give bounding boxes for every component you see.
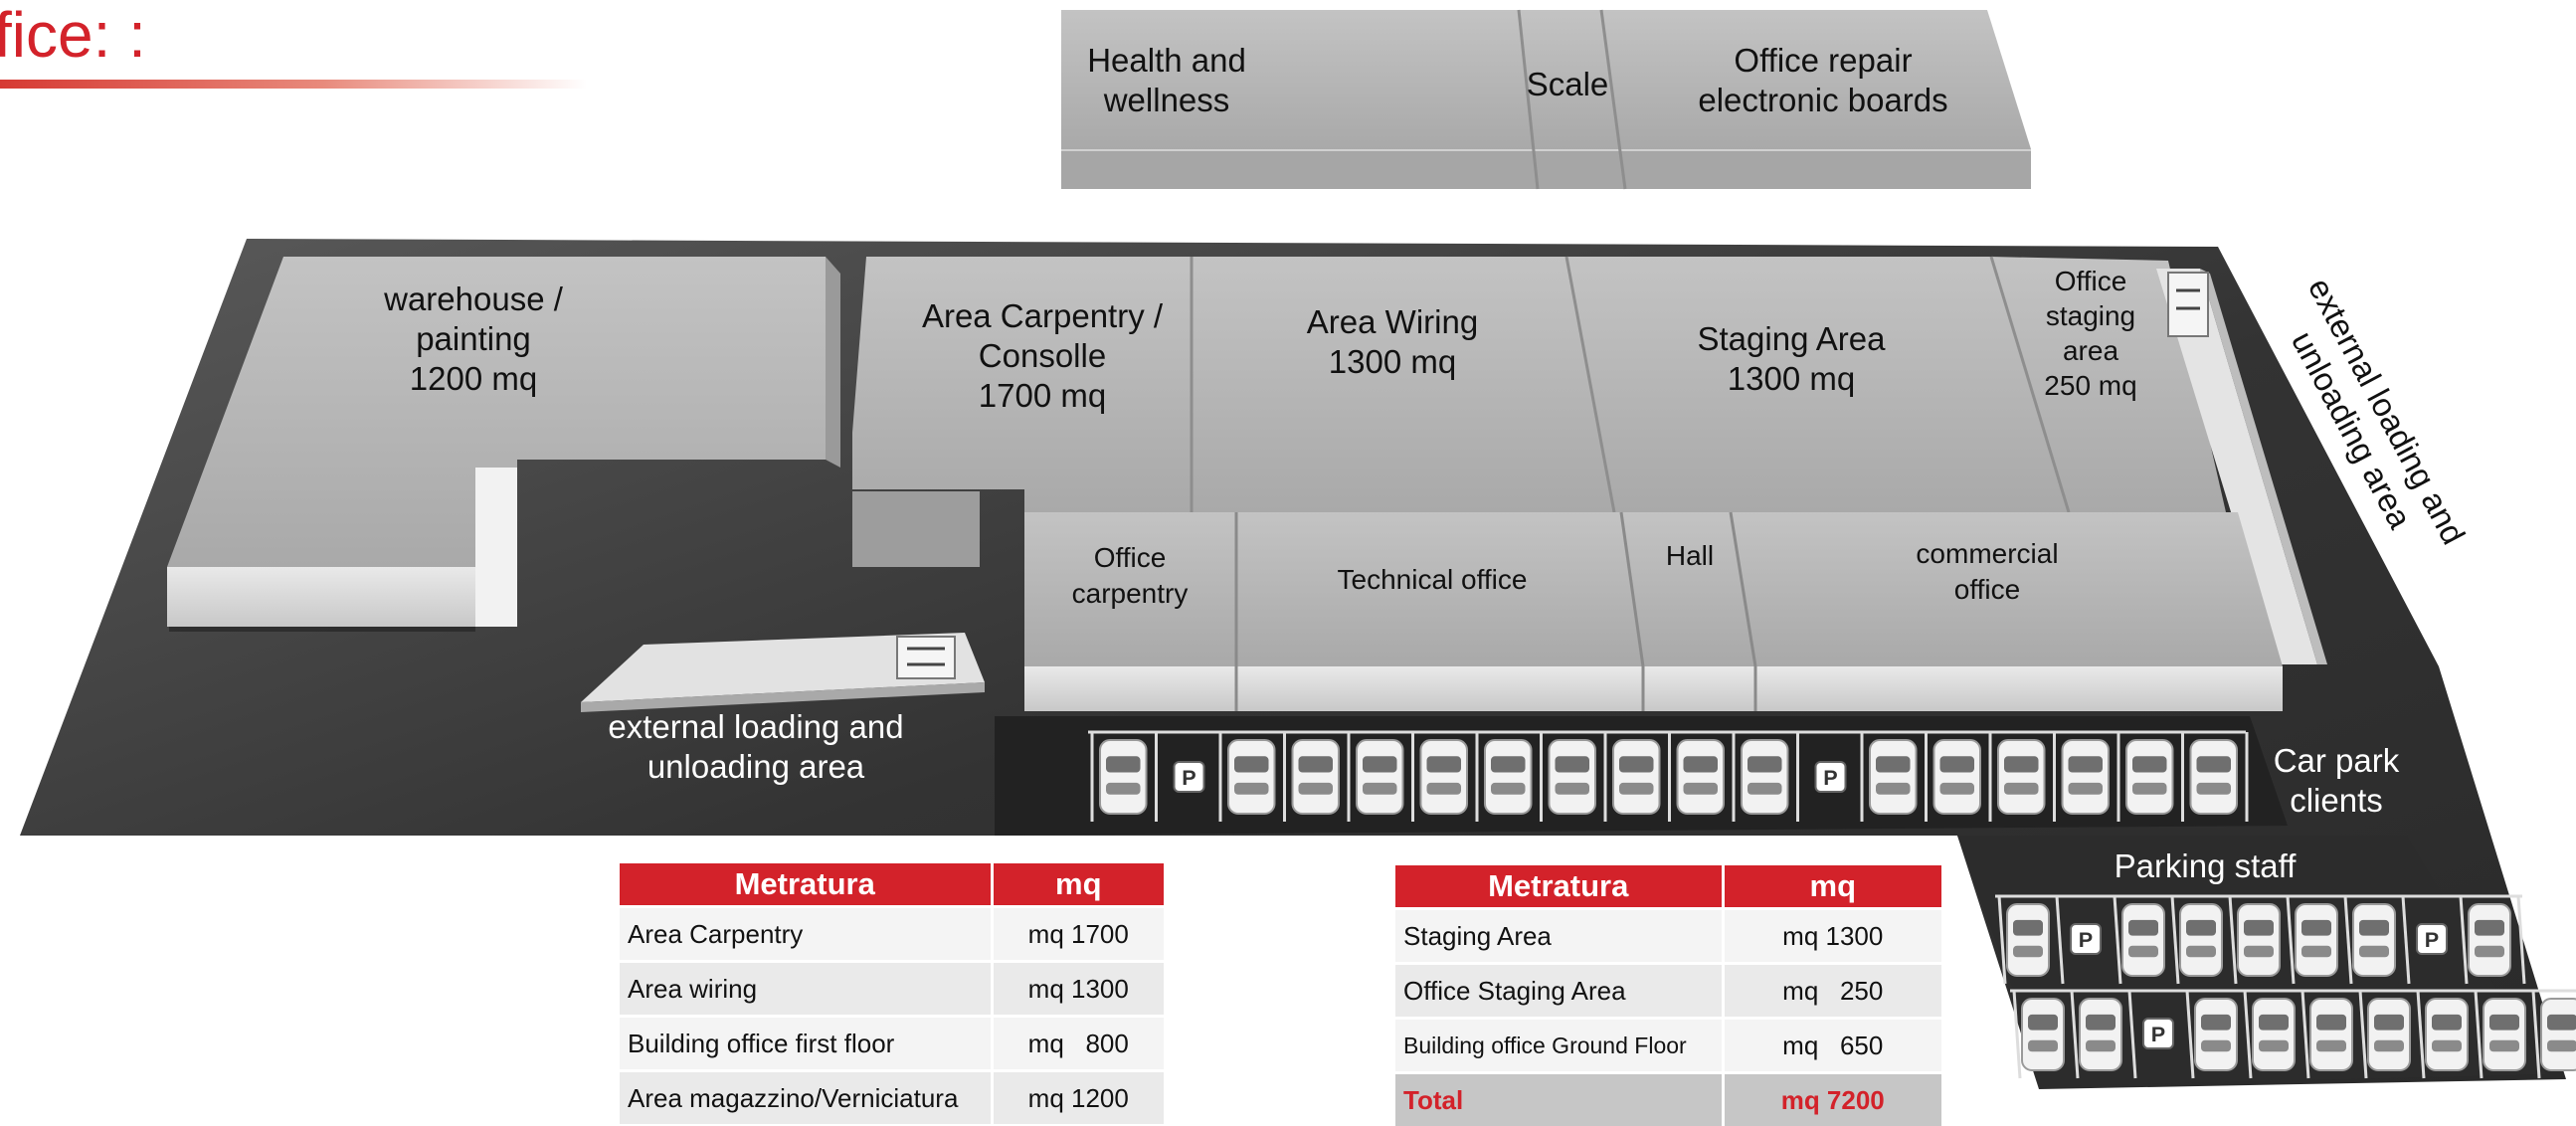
- car-icon: [2122, 904, 2164, 976]
- car-icon: [1293, 740, 1340, 814]
- area-table-right: Metratura mq Staging Area mq 1300 Office…: [1395, 865, 1944, 1126]
- parking-sign-icon: P: [2417, 924, 2447, 954]
- car-icon: [1678, 740, 1725, 814]
- parking-sign-icon: P: [1816, 762, 1846, 792]
- parking-staff-label: Parking staff: [2115, 847, 2298, 884]
- parking-sign-icon: P: [1175, 762, 1204, 792]
- area-value: mq 1700: [992, 907, 1166, 962]
- area-name: Office Staging Area: [1395, 964, 1723, 1019]
- area-value: mq 1300: [1723, 909, 1943, 964]
- table-row: Building office Ground Floor mq 650: [1395, 1019, 1943, 1073]
- table-row: Area Carpentry mq 1700: [620, 907, 1166, 962]
- area-name: Staging Area: [1395, 909, 1723, 964]
- car-icon: [2191, 740, 2238, 814]
- car-icon: [2310, 999, 2352, 1070]
- parking-sign-icon: P: [2143, 1019, 2173, 1048]
- car-icon: [1550, 740, 1596, 814]
- car-icon: [2368, 999, 2410, 1070]
- area-value: mq 1300: [992, 962, 1166, 1017]
- car-icon: [2469, 904, 2510, 976]
- table-header-row: Metratura mq: [1395, 865, 1943, 909]
- col-header-metratura: Metratura: [620, 863, 992, 907]
- table-row: Area magazzino/Verniciatura mq 1200: [620, 1071, 1166, 1125]
- svg-text:P: P: [2151, 1022, 2165, 1046]
- car-icon: [2353, 904, 2395, 976]
- car-icon: [2080, 999, 2121, 1070]
- hall-label: Hall: [1666, 540, 1714, 571]
- area-name: Building office first floor: [620, 1017, 992, 1071]
- scale-label: Scale: [1527, 66, 1609, 102]
- car-icon: [1485, 740, 1532, 814]
- car-icon: [2484, 999, 2525, 1070]
- car-icon: [1998, 740, 2045, 814]
- car-icon: [2063, 740, 2110, 814]
- table-row: Staging Area mq 1300: [1395, 909, 1943, 964]
- car-icon: [2541, 999, 2576, 1070]
- car-icon: [2007, 904, 2049, 976]
- wiring-roof: [1192, 257, 1614, 512]
- table-row: Area wiring mq 1300: [620, 962, 1166, 1017]
- car-icon: [1870, 740, 1917, 814]
- area-table-left: Metratura mq Area Carpentry mq 1700 Area…: [620, 863, 1167, 1124]
- car-icon: [1357, 740, 1403, 814]
- area-name: Building office Ground Floor: [1395, 1019, 1723, 1073]
- col-header-mq: mq: [992, 863, 1166, 907]
- svg-text:P: P: [2079, 927, 2093, 952]
- car-icon: [1934, 740, 1981, 814]
- table-row: Building office first floor mq 800: [620, 1017, 1166, 1071]
- area-value: mq 1200: [992, 1071, 1166, 1125]
- car-icon: [1100, 740, 1147, 814]
- area-name: Area magazzino/Verniciatura: [620, 1071, 992, 1125]
- technical-office-label: Technical office: [1338, 564, 1528, 595]
- table-total-row: Total mq 7200: [1395, 1073, 1943, 1126]
- car-icon: [1228, 740, 1275, 814]
- table-header-row: Metratura mq: [620, 863, 1166, 907]
- area-value: mq 650: [1723, 1019, 1943, 1073]
- truck-icon: [897, 637, 955, 678]
- upper-front-wall: [1061, 149, 2031, 189]
- area-value: mq 250: [1723, 964, 1943, 1019]
- area-name: Area wiring: [620, 962, 992, 1017]
- area-name: Area Carpentry: [620, 907, 992, 962]
- car-icon: [2022, 999, 2064, 1070]
- car-icon: [2126, 740, 2173, 814]
- svg-text:P: P: [2425, 927, 2439, 952]
- car-icon: [2253, 999, 2295, 1070]
- front-offices-wall: [1024, 666, 2283, 711]
- parking-sign-icon: P: [2071, 924, 2101, 954]
- col-header-metratura: Metratura: [1395, 865, 1723, 909]
- car-icon: [2195, 999, 2237, 1070]
- table-row: Office Staging Area mq 250: [1395, 964, 1943, 1019]
- truck-icon: [2168, 273, 2208, 336]
- svg-text:P: P: [1823, 765, 1837, 790]
- car-icon: [1421, 740, 1468, 814]
- col-header-mq: mq: [1723, 865, 1943, 909]
- car-icon: [1742, 740, 1788, 814]
- area-value: mq 800: [992, 1017, 1166, 1071]
- car-icon: [2180, 904, 2222, 976]
- car-icon: [2426, 999, 2468, 1070]
- total-label: Total: [1395, 1073, 1723, 1126]
- total-value: mq 7200: [1723, 1073, 1943, 1126]
- car-icon: [1613, 740, 1660, 814]
- car-icon: [2238, 904, 2280, 976]
- car-icon: [2296, 904, 2337, 976]
- svg-text:P: P: [1182, 765, 1196, 790]
